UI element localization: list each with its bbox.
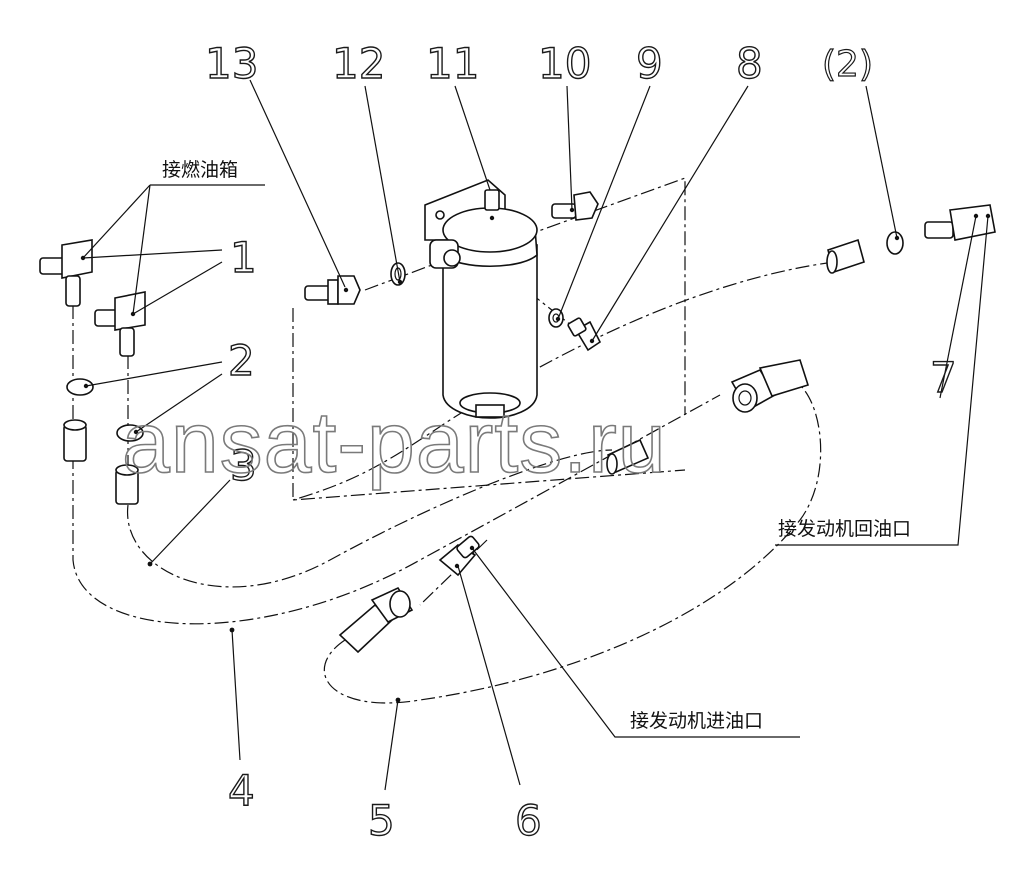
- callout-2-paren: (2): [822, 44, 873, 85]
- fitting-5-nut: [338, 586, 414, 654]
- hose-3a: [63, 419, 87, 462]
- fitting-7: [924, 204, 996, 241]
- callout-12: 12: [332, 39, 385, 88]
- axis-fitting-6: [419, 539, 488, 606]
- callout-9: 9: [636, 39, 663, 88]
- axis-fitting-13: [364, 261, 441, 291]
- callout-10: 10: [538, 39, 591, 88]
- clamp-2a: [66, 378, 94, 396]
- fitting-6: [438, 535, 480, 577]
- label-engine-return: 接发动机回油口: [778, 518, 911, 540]
- connection-labels: 接燃油箱 接发动机回油口 接发动机进油口: [162, 159, 911, 732]
- washer-9: [548, 308, 564, 328]
- callout-13: 13: [205, 39, 258, 88]
- watermark-text: ansat-parts.ru: [122, 395, 667, 491]
- callout-numbers: 13 12 11 10 9 8 (2) 1 2 3 4 5 6 7: [204, 38, 957, 845]
- label-engine-inlet: 接发动机进油口: [630, 710, 763, 732]
- fitting-engine-return: [730, 359, 810, 413]
- hose-3b: [115, 464, 139, 505]
- label-fuel-tank: 接燃油箱: [162, 159, 238, 181]
- hose-return: [826, 238, 865, 274]
- elbow-1b: [94, 291, 146, 357]
- callout-8: 8: [736, 39, 763, 88]
- hose-mid: [606, 438, 650, 475]
- fitting-10: [551, 191, 599, 221]
- bolt-8: [567, 317, 602, 352]
- callout-7: 7: [930, 353, 957, 402]
- callout-1: 1: [230, 233, 257, 282]
- callout-5: 5: [368, 796, 395, 845]
- callout-2: 2: [228, 336, 255, 385]
- fuel-line-5: [323, 384, 822, 704]
- callout-11: 11: [426, 39, 479, 88]
- fuel-line-3: [127, 449, 613, 588]
- fuel-filter-assembly: [424, 179, 538, 419]
- callout-3: 3: [230, 441, 257, 490]
- clamp-2-paren: [886, 231, 904, 255]
- axis-filter-left: [292, 308, 686, 501]
- fitting-13: [304, 275, 361, 305]
- callout-4: 4: [228, 766, 255, 815]
- elbow-1a: [39, 239, 93, 307]
- callout-6: 6: [515, 796, 542, 845]
- leader-lines: [82, 79, 989, 791]
- axis-filter-top: [499, 177, 686, 415]
